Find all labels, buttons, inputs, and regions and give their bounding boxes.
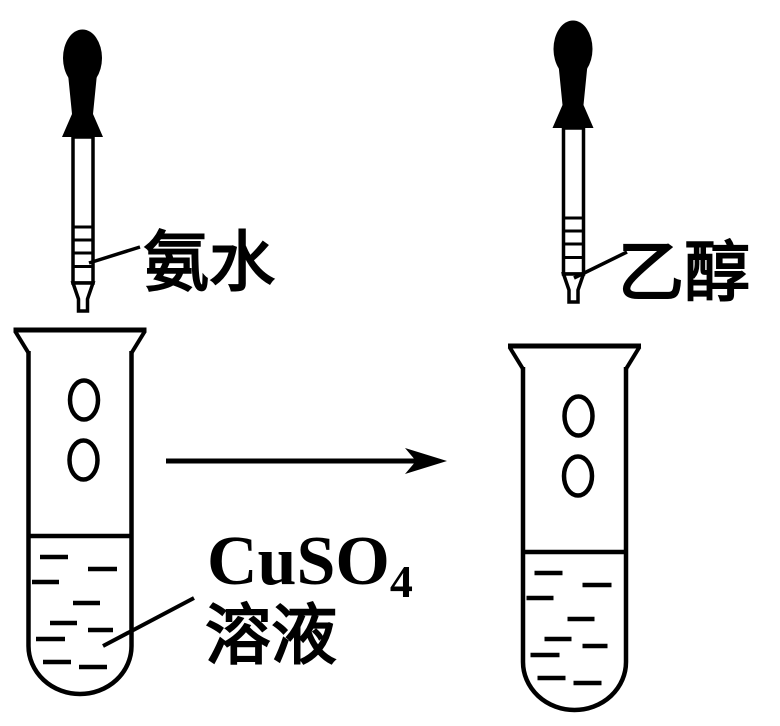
cuso4-formula-base: CuSO [207, 523, 390, 600]
cuso4-formula-subscript: 4 [390, 556, 413, 607]
arrow-right-icon [166, 448, 447, 474]
cuso4-formula-label: CuSO4 [207, 523, 413, 607]
solution-label: 溶液 [205, 600, 337, 673]
test-tube-left-icon [14, 330, 147, 694]
ethanol-label: 乙醇 [618, 237, 750, 310]
dropper-left-icon [60, 27, 105, 313]
leader-line-ammonia [88, 245, 141, 265]
leader-line-solution [102, 596, 195, 648]
ammonia-label: 氨水 [143, 227, 276, 300]
test-tube-right-icon [508, 346, 641, 710]
dropper-right-icon [550, 18, 596, 304]
leader-line-ethanol [573, 250, 628, 280]
